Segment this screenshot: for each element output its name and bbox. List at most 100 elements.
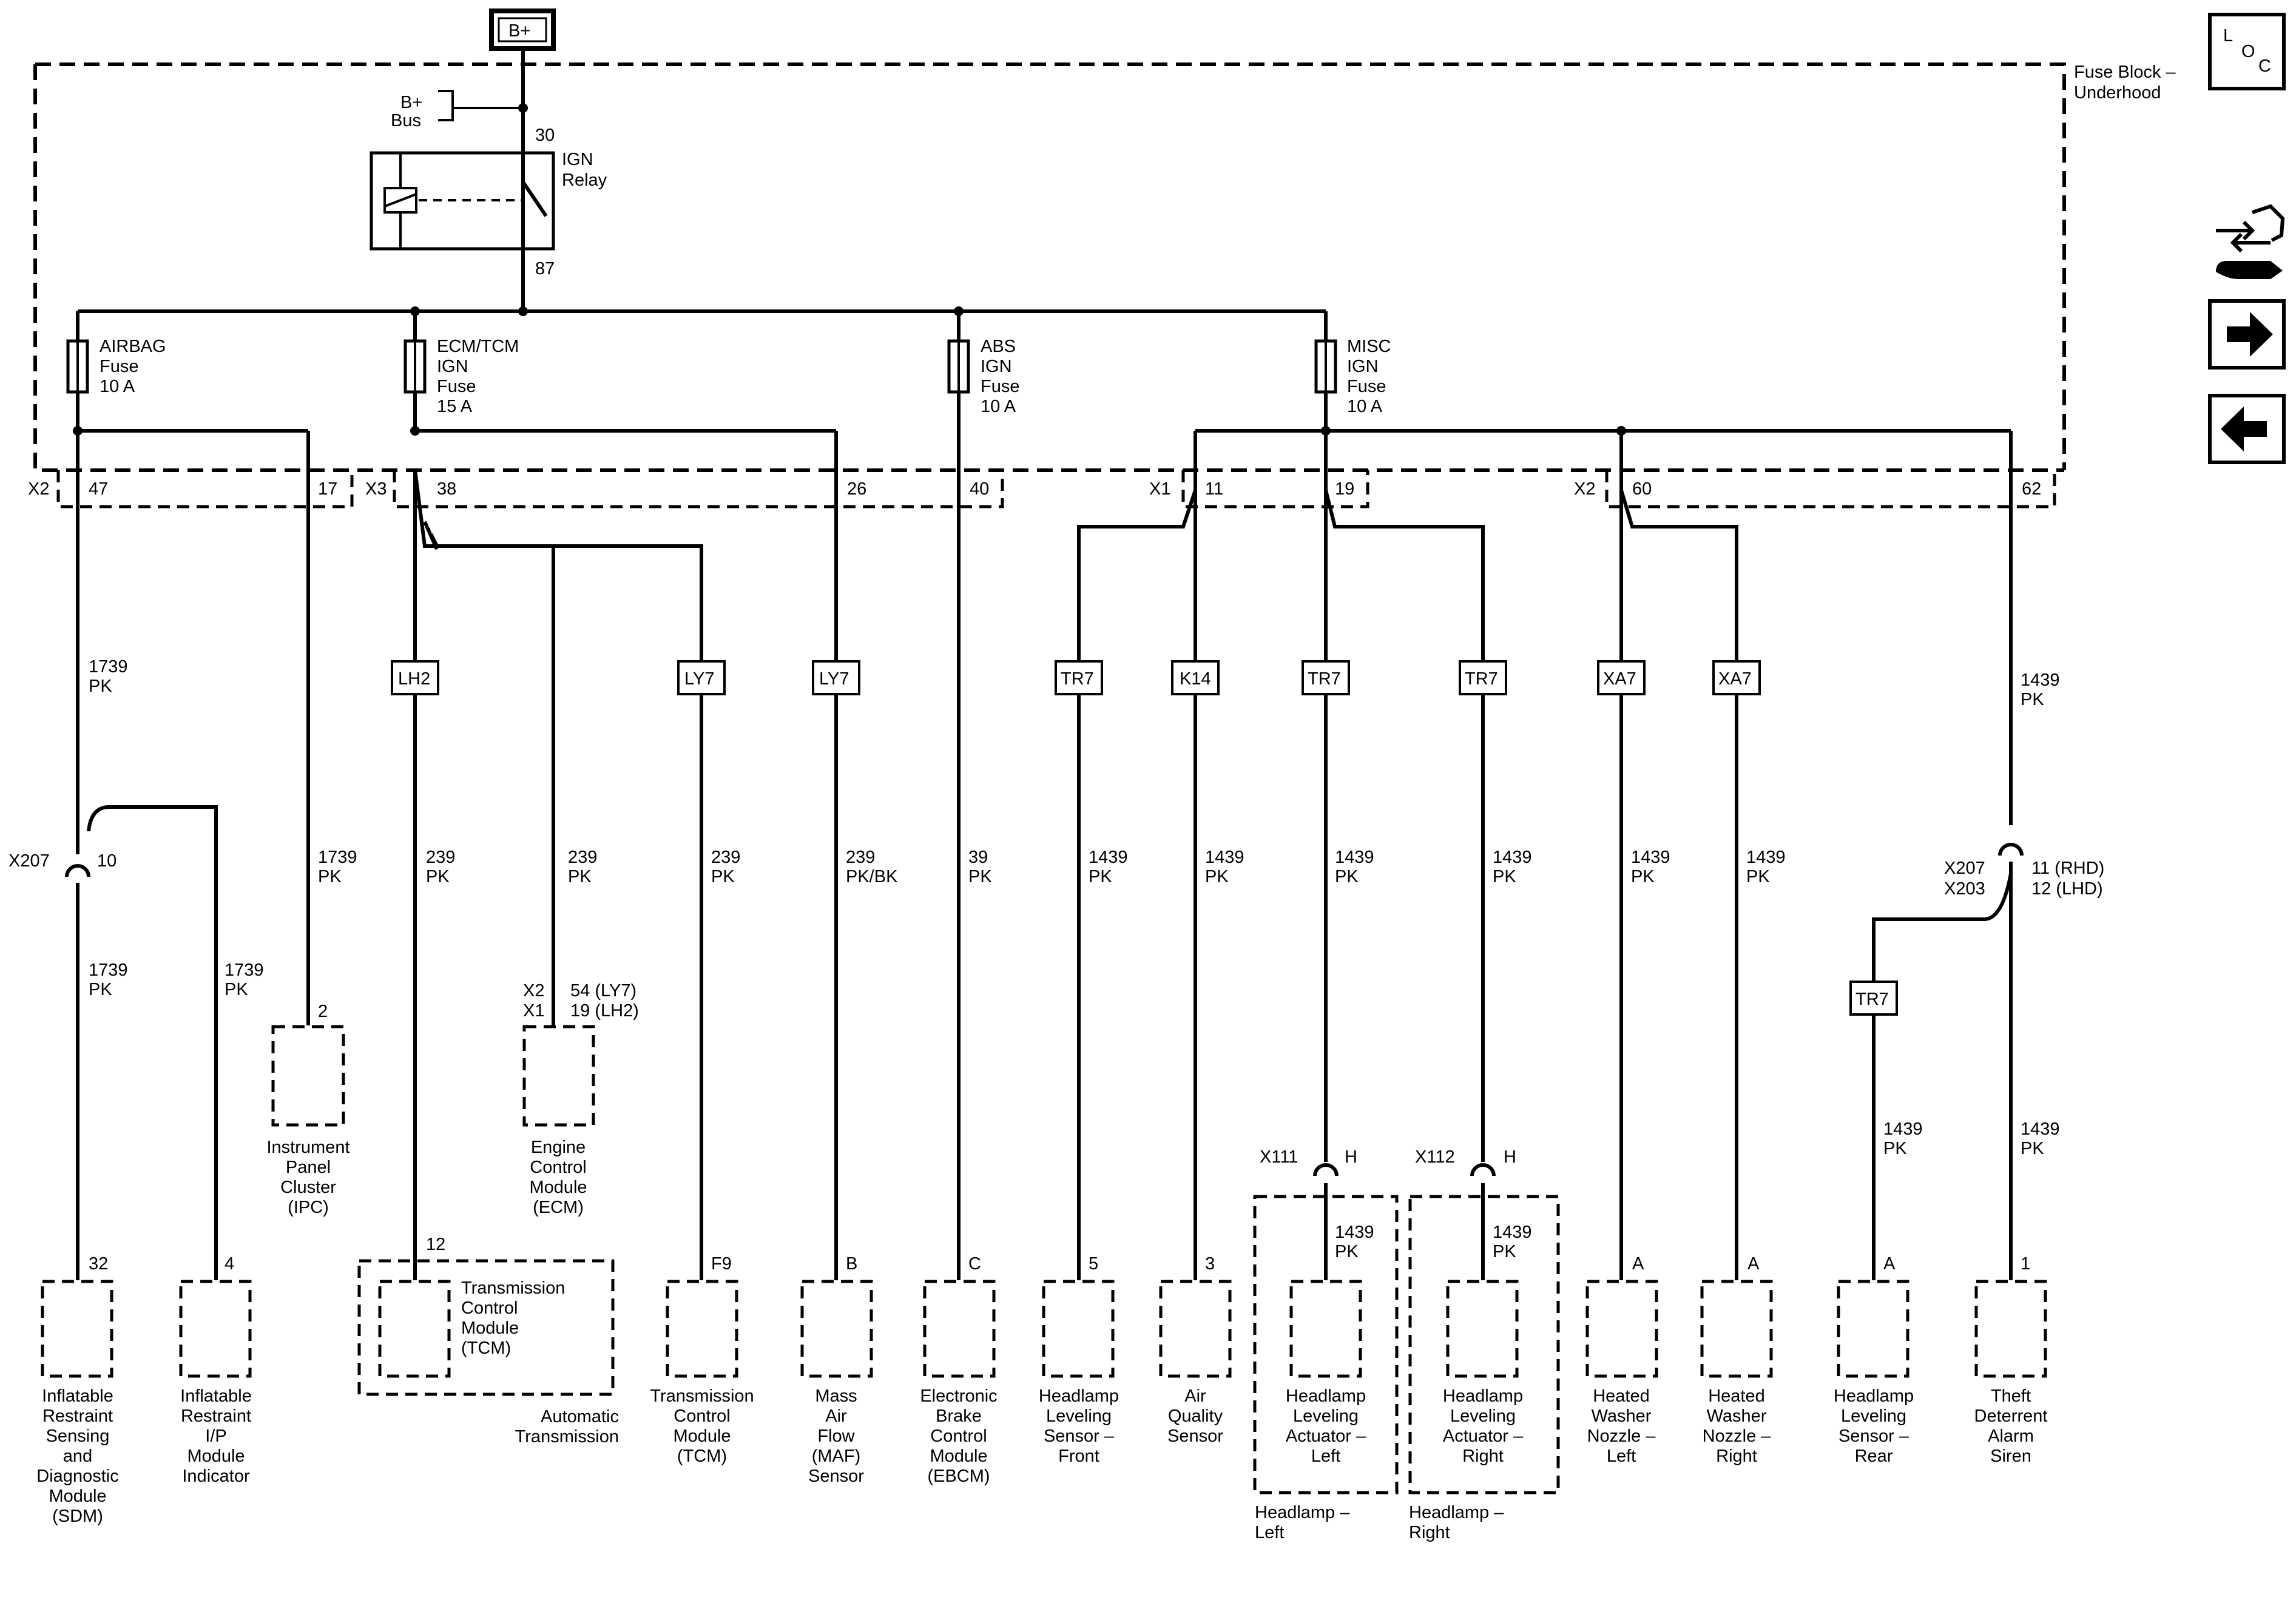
connector-x1: X1 xyxy=(1149,479,1170,499)
component-ip-indicator: 4 Inflatable Restraint I/P Module Indica… xyxy=(179,1254,252,1486)
diagram-label: Left xyxy=(1607,1447,1636,1466)
diagram-label: 47 xyxy=(89,479,108,499)
power-label: B+ xyxy=(508,21,530,41)
diagram-label: PK xyxy=(1493,867,1516,886)
diagram-label: 38 xyxy=(437,479,456,499)
fuse-abs-line3: Fuse xyxy=(981,377,1019,396)
diagram-label: 32 xyxy=(89,1254,108,1274)
arrow-left-icon[interactable] xyxy=(2208,394,2286,464)
diagram-label: O xyxy=(2241,42,2255,61)
diagram-label: F9 xyxy=(711,1254,732,1274)
battery-power-source: B+ xyxy=(489,8,556,51)
ign-relay: 30 IGN Relay 87 xyxy=(370,126,607,279)
component-nozzle-left: A Heated Washer Nozzle – Left xyxy=(1585,1254,1658,1466)
component-leveling-sensor-front: 5 Headlamp Leveling Sensor – Front xyxy=(1039,1254,1119,1466)
diagram-label: TR7 xyxy=(1465,669,1498,689)
diagram-label: Engine xyxy=(531,1138,586,1157)
diagram-label: 1439 xyxy=(1205,848,1244,867)
loc-button[interactable]: L O C xyxy=(2208,13,2286,90)
component-theft-siren: 1 Theft Deterrent Alarm Siren xyxy=(1974,1254,2048,1466)
diagram-label: Transmission xyxy=(515,1427,619,1447)
connector-wrench-icon[interactable] xyxy=(2216,204,2285,279)
diagram-label: Inflatable xyxy=(180,1386,252,1406)
diagram-label: Headlamp xyxy=(1286,1386,1366,1406)
diagram-label: LH2 xyxy=(398,669,430,689)
diagram-label: TR7 xyxy=(1308,669,1341,689)
option-boxes: LH2 LY7 LY7 TR7 K14 TR7 TR7 XA7 XA7 TR7 xyxy=(391,660,1898,1016)
diagram-label: PK xyxy=(318,867,342,886)
bus-bracket: B+ Bus xyxy=(391,90,523,130)
diagram-label: Front xyxy=(1058,1447,1099,1466)
diagram-label: C xyxy=(968,1254,981,1274)
fuse-abs-line2: IGN xyxy=(981,357,1012,376)
diagram-label: C xyxy=(2258,56,2271,76)
diagram-label: PK xyxy=(1493,1242,1516,1261)
diagram-label: 4 xyxy=(225,1254,234,1274)
connector-strips: X2 X3 X1 X2 xyxy=(28,470,2056,508)
component-ecm: X2 X1 54 (LY7) 19 (LH2) Engine Control M… xyxy=(522,981,639,1217)
diagram-label: Control xyxy=(530,1158,587,1177)
diagram-label: Module xyxy=(673,1426,731,1446)
diagram-label: 12 xyxy=(426,1235,445,1254)
diagram-label: Control xyxy=(461,1298,518,1318)
diagram-label: Instrument xyxy=(267,1138,350,1157)
fuse-airbag: AIRBAG Fuse 10 A xyxy=(66,311,166,431)
fuse-block-label-line2: Underhood xyxy=(2074,83,2161,103)
diagram-label: Headlamp xyxy=(1834,1386,1914,1406)
fuse-block-label-line1: Fuse Block – xyxy=(2074,62,2176,82)
wire-nozzle-right xyxy=(1619,490,1738,1280)
component-air-quality-sensor: 3 Air Quality Sensor xyxy=(1159,1254,1232,1446)
diagram-label: 60 xyxy=(1632,479,1652,499)
arrow-right-icon[interactable] xyxy=(2208,299,2286,370)
fuse-ecm-line3: Fuse xyxy=(437,377,476,396)
diagram-label: Right xyxy=(1462,1447,1504,1466)
diagram-label: 239 xyxy=(711,848,740,867)
diagram-label: (IPC) xyxy=(288,1198,329,1217)
diagram-label: 239 xyxy=(426,848,455,867)
wire-leveling-front xyxy=(1077,431,1197,1280)
diagram-label: Alarm xyxy=(1988,1426,2034,1446)
diagram-label: 1739 xyxy=(318,848,357,867)
diagram-label: Automatic xyxy=(541,1407,619,1426)
relay-pin-30: 30 xyxy=(535,126,555,145)
diagram-label: K14 xyxy=(1180,669,1211,689)
diagram-label: L xyxy=(2223,26,2233,46)
diagram-label: Sensor – xyxy=(1838,1426,1909,1446)
diagram-label: 2 xyxy=(318,1002,328,1021)
diagram-label: LY7 xyxy=(684,669,714,689)
diagram-label: X1 xyxy=(523,1001,544,1021)
component-ipc: 2 Instrument Panel Cluster (IPC) xyxy=(267,1002,350,1217)
diagram-label: PK xyxy=(1205,867,1229,886)
diagram-label: 1739 xyxy=(89,657,128,677)
diagram-label: Sensor – xyxy=(1044,1426,1115,1446)
fuse-airbag-line2: Fuse xyxy=(100,357,138,376)
diagram-label: Nozzle – xyxy=(1703,1426,1772,1446)
diagram-label: Deterrent xyxy=(1974,1406,2048,1426)
diagram-label: PK xyxy=(1335,1242,1359,1261)
diagram-label: Sensor xyxy=(1167,1426,1223,1446)
diagram-label: 1439 xyxy=(1631,848,1670,867)
diagram-label: PK xyxy=(1089,867,1112,886)
component-maf: B Mass Air Flow (MAF) Sensor xyxy=(800,1254,873,1486)
inline-connector-x112: X112 H xyxy=(1415,1147,1516,1280)
diagram-label: Transmission xyxy=(650,1386,754,1406)
fuse-ecm-line4: 15 A xyxy=(437,397,473,416)
diagram-label: Sensing xyxy=(46,1426,110,1446)
connector-x3: X3 xyxy=(365,479,387,499)
diagram-label: Electronic xyxy=(920,1386,997,1406)
diagram-label: 1439 xyxy=(1493,1223,1532,1242)
diagram-label: PK xyxy=(1746,867,1770,886)
diagram-label: 1439 xyxy=(1335,848,1374,867)
fuse-abs: ABS IGN Fuse 10 A xyxy=(947,311,1019,485)
diagram-label: H xyxy=(1345,1147,1357,1167)
diagram-label: Left xyxy=(1311,1447,1340,1466)
diagram-label: PK/BK xyxy=(846,867,898,886)
diagram-label: (EBCM) xyxy=(927,1467,990,1486)
diagram-label: Headlamp – xyxy=(1409,1503,1504,1522)
diagram-label: PK xyxy=(225,980,248,999)
diagram-label: X112 xyxy=(1415,1147,1455,1167)
wire-ecm xyxy=(429,533,555,1025)
diagram-label: X207 xyxy=(8,851,50,871)
diagram-label: Mass xyxy=(815,1386,857,1406)
connector-pins: 47 17 38 26 40 11 19 60 62 xyxy=(89,479,2041,499)
